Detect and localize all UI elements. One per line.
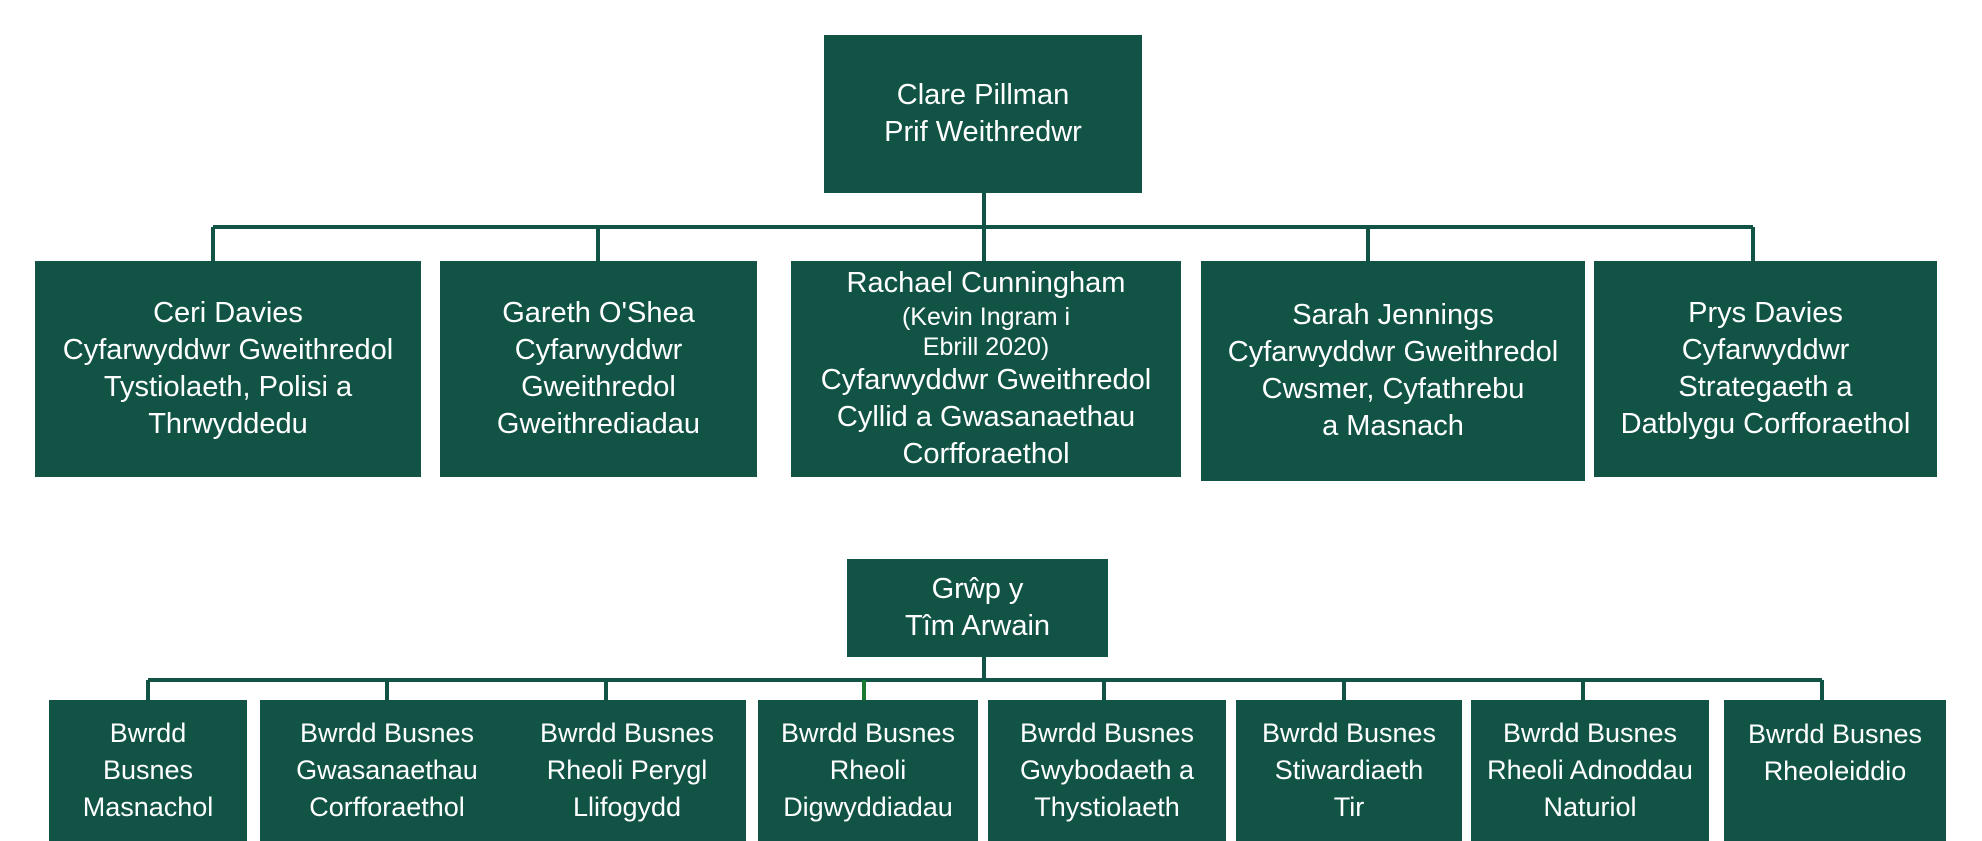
board-box: Bwrdd Busnes Stiwardiaeth Tir — [1236, 700, 1462, 841]
board-title: Gwasanaethau — [296, 755, 478, 785]
director-title: Cwsmer, Cyfathrebu — [1261, 373, 1525, 405]
director-title: Strategaeth a — [1678, 371, 1853, 403]
board-box: Bwrdd Busnes Rheoli Digwyddiadau — [758, 700, 978, 841]
board-box: Bwrdd Busnes Rheoli Perygl Llifogydd — [508, 700, 746, 841]
board-title: Rheoleiddio — [1763, 756, 1907, 786]
board-box: Bwrdd Busnes Masnachol — [49, 700, 247, 841]
board-title: Bwrdd Busnes — [1502, 718, 1678, 748]
board-box: Bwrdd Busnes Gwasanaethau Corfforaethol — [260, 700, 514, 841]
director-title: Cyfarwyddwr — [1681, 334, 1850, 366]
board-title: Bwrdd Busnes — [1747, 719, 1923, 749]
director-box: Ceri Davies Cyfarwyddwr Gweithredol Tyst… — [35, 261, 421, 477]
director-note: Ebrill 2020) — [922, 333, 1050, 361]
director-title: a Masnach — [1322, 410, 1464, 442]
board-title: Naturiol — [1543, 792, 1637, 822]
board-title: Corfforaethol — [309, 792, 465, 822]
director-note: (Kevin Ingram i — [901, 303, 1071, 331]
board-title: Llifogydd — [572, 792, 682, 822]
ceo-name: Clare Pillman — [896, 79, 1070, 111]
board-title: Bwrdd — [109, 718, 187, 748]
director-title: Cyfarwyddwr Gweithredol — [820, 364, 1152, 396]
director-title: Cyllid a Gwasanaethau — [836, 401, 1136, 433]
director-box: Prys Davies Cyfarwyddwr Strategaeth a Da… — [1594, 261, 1937, 477]
board-title: Bwrdd Busnes — [780, 718, 956, 748]
director-title: Thrwyddedu — [148, 408, 308, 440]
director-box: Rachael Cunningham (Kevin Ingram i Ebril… — [791, 261, 1181, 477]
board-title: Stiwardiaeth — [1274, 755, 1424, 785]
board-title: Bwrdd Busnes — [1261, 718, 1437, 748]
board-title: Digwyddiadau — [783, 792, 953, 822]
board-title: Gwybodaeth a — [1019, 755, 1195, 785]
director-box: Gareth O'Shea Cyfarwyddwr Gweithredol Gw… — [440, 261, 757, 477]
director-name: Gareth O'Shea — [502, 297, 695, 329]
board-box: Bwrdd Busnes Gwybodaeth a Thystiolaeth — [988, 700, 1226, 841]
board-title: Bwrdd Busnes — [1019, 718, 1195, 748]
board-box: Bwrdd Busnes Rheoli Adnoddau Naturiol — [1471, 700, 1709, 841]
board-title: Bwrdd Busnes — [299, 718, 475, 748]
director-title: Cyfarwyddwr — [514, 334, 683, 366]
director-title: Gweithredol — [521, 371, 676, 403]
board-title: Rheoli — [829, 755, 907, 785]
group-title: Grŵp y — [931, 573, 1024, 605]
board-title: Masnachol — [82, 792, 214, 822]
director-title: Cyfarwyddwr Gweithredol — [1227, 336, 1559, 368]
board-box: Bwrdd Busnes Rheoleiddio — [1724, 700, 1946, 841]
director-name: Prys Davies — [1688, 297, 1843, 329]
director-title: Corfforaethol — [902, 438, 1070, 470]
board-title: Tir — [1333, 792, 1365, 822]
director-title: Tystiolaeth, Polisi a — [103, 371, 353, 403]
board-title: Rheoli Adnoddau — [1487, 755, 1693, 785]
leadership-group-box: Grŵp y Tîm Arwain — [847, 559, 1108, 657]
ceo-box: Clare Pillman Prif Weithredwr — [824, 35, 1142, 193]
director-name: Rachael Cunningham — [846, 267, 1126, 299]
board-title: Busnes — [102, 755, 194, 785]
director-title: Datblygu Corfforaethol — [1620, 408, 1911, 440]
ceo-title: Prif Weithredwr — [884, 116, 1082, 148]
board-title: Thystiolaeth — [1034, 792, 1180, 822]
board-title: Rheoli Perygl — [546, 755, 708, 785]
group-title: Tîm Arwain — [904, 610, 1051, 642]
director-name: Sarah Jennings — [1292, 299, 1494, 331]
director-name: Ceri Davies — [153, 297, 303, 329]
director-box: Sarah Jennings Cyfarwyddwr Gweithredol C… — [1201, 261, 1585, 481]
board-title: Bwrdd Busnes — [539, 718, 715, 748]
director-title: Cyfarwyddwr Gweithredol — [62, 334, 394, 366]
director-title: Gweithrediadau — [496, 408, 701, 440]
